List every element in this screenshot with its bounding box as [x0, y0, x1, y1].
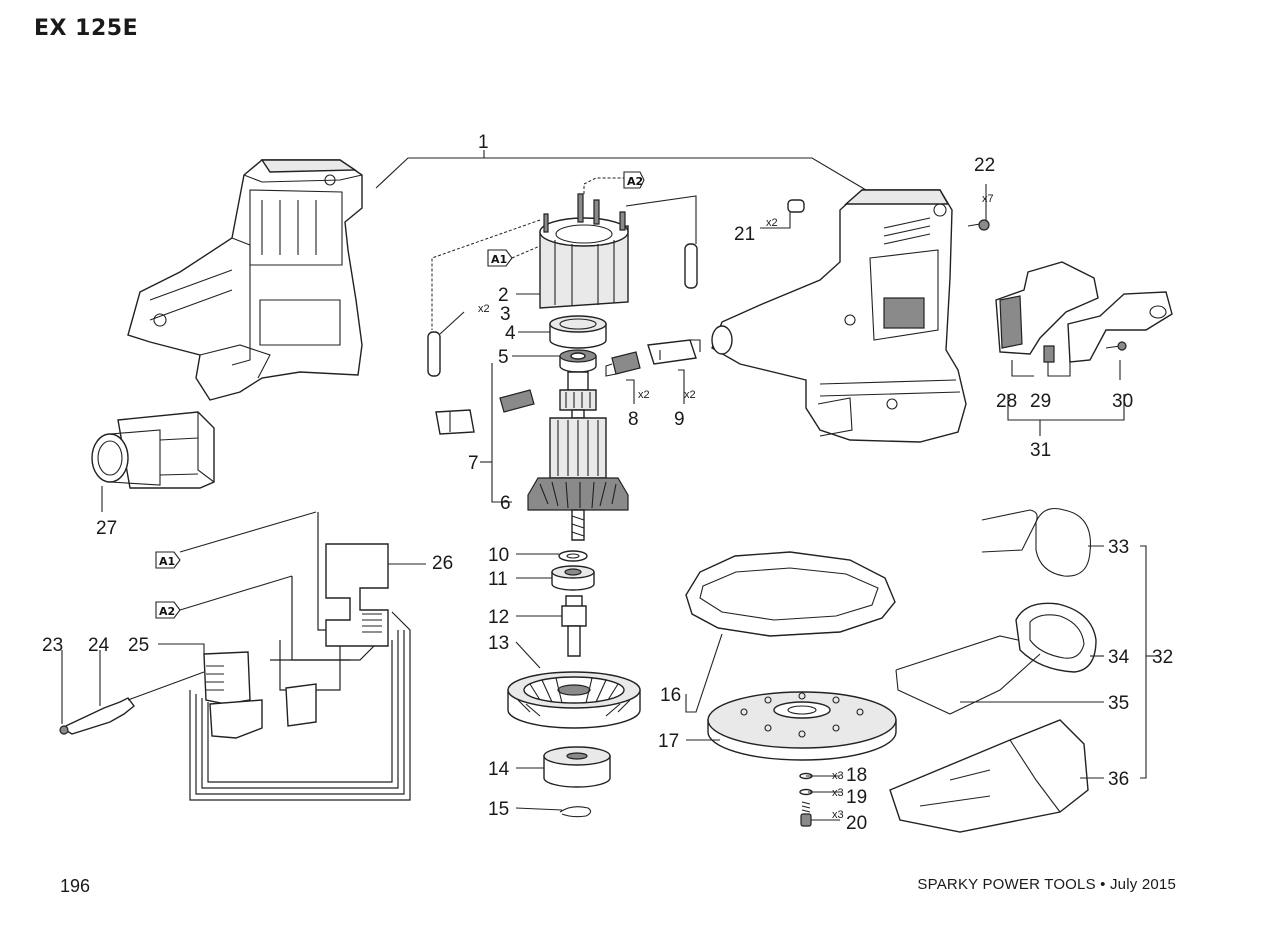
- left-housing-half: [127, 159, 363, 401]
- bearing-4: [549, 315, 607, 349]
- callout-1: 1: [478, 132, 489, 153]
- footer-publisher: SPARKY POWER TOOLS • July 2015: [917, 876, 1176, 893]
- callout-28: 28: [996, 391, 1017, 412]
- callout-23: 23: [42, 635, 63, 656]
- svg-text:A2: A2: [627, 175, 643, 188]
- callout-21: 21: [734, 224, 755, 245]
- housing-screw: [967, 219, 990, 231]
- svg-text:A2: A2: [159, 605, 175, 618]
- callout-15: 15: [488, 799, 509, 820]
- brush-holder-right: [605, 243, 701, 377]
- svg-text:A1: A1: [159, 555, 175, 568]
- callout-12: 12: [488, 607, 509, 628]
- qty-9: x2: [684, 389, 696, 401]
- qty-8: x2: [638, 389, 650, 401]
- connector-tag-a2-top: A2: [623, 171, 645, 189]
- callout-26: 26: [432, 553, 453, 574]
- callout-17: 17: [658, 731, 679, 752]
- pad-screws: [799, 772, 813, 827]
- connector-tag-a2-wiring: A2: [155, 601, 181, 619]
- qty-22: x7: [982, 193, 994, 205]
- callout-13: 13: [488, 633, 509, 654]
- callout-19: 19: [846, 787, 867, 808]
- callout-18: 18: [846, 765, 867, 786]
- stator: [539, 193, 629, 309]
- leader-lines: [61, 150, 1158, 821]
- callout-27: 27: [96, 518, 117, 539]
- callout-29: 29: [1030, 391, 1051, 412]
- callout-10: 10: [488, 545, 509, 566]
- callout-3: 3: [500, 304, 511, 325]
- filter-bag: [889, 719, 1089, 833]
- brake-ring: [685, 551, 896, 637]
- counterweight: [543, 746, 611, 788]
- callout-32: 32: [1152, 647, 1173, 668]
- callout-8: 8: [628, 409, 639, 430]
- callout-9: 9: [674, 409, 685, 430]
- callout-33: 33: [1108, 537, 1129, 558]
- qty-20: x3: [832, 809, 844, 821]
- callout-6: 6: [500, 493, 511, 514]
- callout-24: 24: [88, 635, 110, 656]
- right-housing-half: [711, 189, 967, 443]
- callout-4: 4: [505, 323, 516, 344]
- connector-tag-a1-wiring: A1: [155, 551, 181, 569]
- svg-text:A1: A1: [491, 253, 507, 266]
- handle-cover: [995, 261, 1173, 363]
- bearing-11: [551, 550, 595, 591]
- qty-21: x2: [766, 217, 778, 229]
- callout-22: 22: [974, 155, 995, 176]
- callout-2: 2: [498, 285, 509, 306]
- callout-7: 7: [468, 453, 479, 474]
- callout-5: 5: [498, 347, 509, 368]
- armature: [527, 349, 629, 541]
- callout-20: 20: [846, 813, 867, 834]
- page-number: 196: [60, 876, 91, 896]
- callout-25: 25: [128, 635, 149, 656]
- filter-clip: [981, 507, 1092, 577]
- wiring-and-switch: [59, 512, 411, 801]
- eccentric-shaft: [561, 595, 587, 657]
- sanding-pad: [707, 691, 897, 761]
- callout-36: 36: [1108, 769, 1129, 790]
- qty-18: x3: [832, 770, 844, 782]
- qty-19: x3: [832, 787, 844, 799]
- brush-holder-left: [427, 331, 535, 435]
- qty-3: x2: [478, 303, 490, 315]
- connector-tag-a1-top: A1: [487, 249, 513, 267]
- retaining-clip: [559, 806, 592, 818]
- callout-11: 11: [488, 569, 508, 590]
- callout-16: 16: [660, 685, 681, 706]
- dust-adaptor: [91, 411, 215, 489]
- pin: [787, 199, 805, 213]
- callout-14: 14: [488, 759, 510, 780]
- callout-31: 31: [1030, 440, 1051, 461]
- filter-frame: [895, 602, 1097, 715]
- callout-35: 35: [1108, 693, 1129, 714]
- fan: [507, 671, 641, 729]
- callout-30: 30: [1112, 391, 1133, 412]
- model-title: EX 125E: [34, 16, 139, 41]
- callout-34: 34: [1108, 647, 1130, 668]
